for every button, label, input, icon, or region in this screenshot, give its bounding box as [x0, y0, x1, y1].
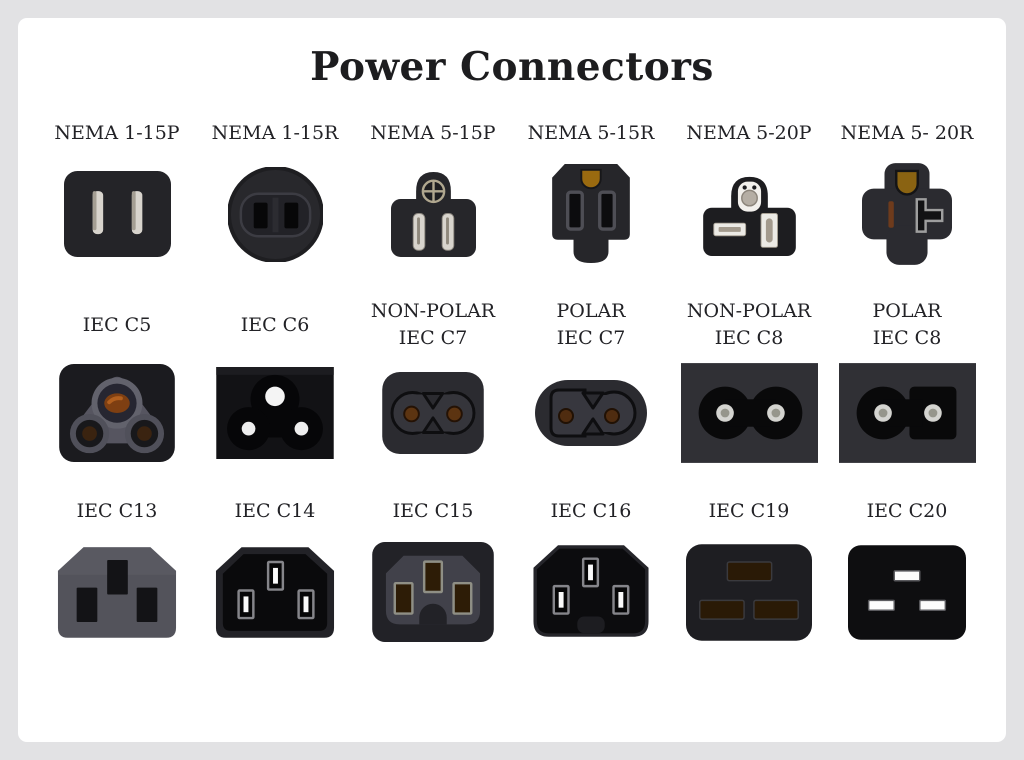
iec-c5-icon [59, 364, 175, 462]
nema-5-15r-icon [552, 163, 630, 263]
iec-c15-icon [372, 542, 494, 642]
polar-iec-c8-icon [838, 363, 976, 463]
iec-c16-icon [533, 545, 649, 637]
connector-cell-non-polar-iec-c8: NON-POLAR IEC C8 [670, 296, 828, 466]
nema-1-15r-icon [227, 166, 323, 262]
page-title: Power Connectors [310, 44, 714, 90]
connector-cell-iec-c19: IEC C19 [670, 496, 828, 644]
nema-5-20p-icon [702, 176, 796, 256]
connector-cell-nema-5-20r: NEMA 5- 20R [828, 118, 986, 270]
connector-cell-polar-iec-c7: POLAR IEC C7 [512, 296, 670, 466]
non-polar-iec-c7-icon [382, 372, 484, 454]
connector-label: NEMA 5-20P [686, 121, 812, 144]
connector-cell-iec-c6: IEC C6 [196, 296, 354, 466]
connector-label: IEC C19 [708, 499, 790, 522]
nema-5-15p-icon [390, 171, 476, 257]
iec-c19-icon [686, 543, 812, 641]
connector-label: IEC C16 [550, 499, 632, 522]
connector-cell-iec-c14: IEC C14 [196, 496, 354, 644]
connector-label: POLAR IEC C7 [556, 300, 626, 349]
connector-label: NEMA 5- 20R [840, 121, 974, 144]
polar-iec-c7-icon [535, 380, 647, 446]
connector-label: POLAR IEC C8 [872, 300, 942, 349]
connector-cell-iec-c20: IEC C20 [828, 496, 986, 644]
connector-label: IEC C20 [866, 499, 948, 522]
connector-label: NON-POLAR IEC C8 [686, 300, 812, 349]
connector-label: IEC C14 [234, 499, 316, 522]
connector-cell-nema-5-20p: NEMA 5-20P [670, 118, 828, 270]
connector-label: NON-POLAR IEC C7 [370, 300, 496, 349]
infographic-card: Power Connectors NEMA 1-15P NEMA 1-15R [18, 18, 1006, 742]
connector-cell-non-polar-iec-c7: NON-POLAR IEC C7 [354, 296, 512, 466]
connector-cell-polar-iec-c8: POLAR IEC C8 [828, 296, 986, 466]
connector-label: NEMA 1-15R [211, 121, 339, 144]
connector-label: IEC C6 [240, 313, 310, 336]
row-iec-small: IEC C5 IEC C6 [18, 296, 1006, 466]
connector-label: IEC C15 [392, 499, 474, 522]
connector-cell-iec-c5: IEC C5 [38, 296, 196, 466]
row-nema: NEMA 1-15P NEMA 1-15R [18, 118, 1006, 270]
connector-label: NEMA 1-15P [54, 121, 180, 144]
connector-cell-nema-5-15p: NEMA 5-15P [354, 118, 512, 270]
iec-c20-icon [848, 544, 966, 640]
connector-cell-nema-1-15r: NEMA 1-15R [196, 118, 354, 270]
connector-label: NEMA 5-15P [370, 121, 496, 144]
iec-c13-icon [57, 546, 177, 638]
connector-label: NEMA 5-15R [527, 121, 655, 144]
connector-cell-nema-5-15r: NEMA 5-15R [512, 118, 670, 270]
connector-label: IEC C13 [76, 499, 158, 522]
iec-c14-icon [215, 546, 335, 638]
row-iec-large: IEC C13 IEC C14 [18, 496, 1006, 644]
nema-1-15p-icon [63, 171, 171, 257]
connector-cell-nema-1-15p: NEMA 1-15P [38, 118, 196, 270]
connector-cell-iec-c13: IEC C13 [38, 496, 196, 644]
connector-cell-iec-c16: IEC C16 [512, 496, 670, 644]
connector-cell-iec-c15: IEC C15 [354, 496, 512, 644]
nema-5-20r-icon [862, 163, 952, 265]
non-polar-iec-c8-icon [680, 363, 818, 463]
iec-c6-icon [216, 367, 334, 459]
connector-label: IEC C5 [82, 313, 152, 336]
